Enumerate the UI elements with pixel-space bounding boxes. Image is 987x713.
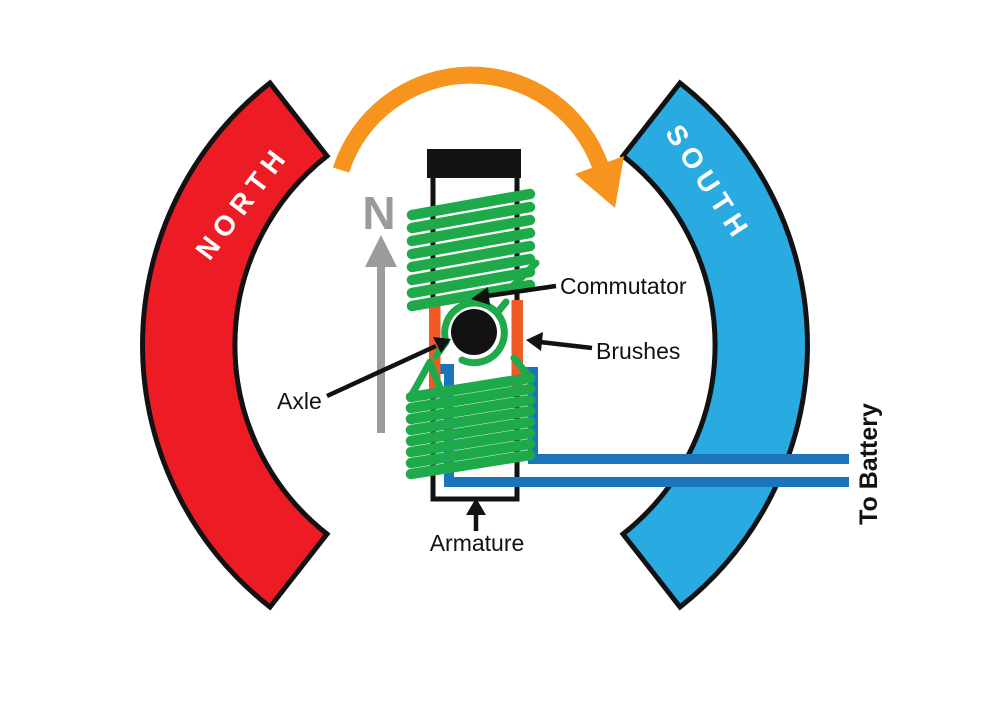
coil-winding [406, 253, 536, 286]
commutator-segment-left [441, 299, 499, 346]
commutator-segment-right [458, 309, 508, 367]
brushes-leader-line [539, 339, 593, 351]
north-magnet [140, 79, 331, 611]
coil-winding [406, 266, 536, 299]
brushes-arrow-icon [526, 332, 543, 351]
commutator-arrow-icon [471, 287, 490, 305]
coil-winding [405, 383, 536, 414]
commutator-callout: Commutator [471, 273, 687, 305]
rotation-arrow [332, 66, 624, 208]
coil-winding [405, 449, 536, 480]
rotation-arrow-head-icon [575, 156, 624, 208]
coil-winding [406, 201, 536, 234]
field-direction-arrow: N [362, 187, 397, 433]
coil-winding [405, 394, 536, 425]
brush-right [511, 300, 523, 389]
armature-label: Armature [430, 530, 525, 556]
armature-arrow-icon [466, 498, 486, 515]
coil-lead-lower [510, 354, 535, 383]
commutator-leader-line [486, 283, 557, 299]
armature-cap [427, 149, 521, 178]
brushes-label: Brushes [596, 338, 680, 364]
axle-circle [451, 309, 497, 355]
commutator [406, 259, 540, 402]
field-direction-label: N [362, 187, 395, 239]
coil-winding [406, 214, 536, 247]
commutator-tab-right [493, 298, 510, 317]
axle-leader-line [326, 343, 437, 399]
wire-casing-gap [650, 459, 851, 482]
coil-winding [405, 438, 536, 469]
brushes-callout: Brushes [526, 332, 680, 364]
coil-winding [406, 227, 536, 260]
coil-winding [405, 372, 536, 403]
coil-winding [405, 427, 536, 458]
axle-label: Axle [277, 388, 322, 414]
to-battery-label: To Battery [855, 403, 883, 525]
rotation-arrow-arc [332, 66, 608, 173]
coil-lower [405, 372, 536, 480]
coil-winding [406, 240, 536, 273]
coil-winding [405, 405, 536, 436]
axle-arrow-icon [433, 337, 451, 353]
armature-callout: Armature [430, 498, 525, 556]
commutator-label: Commutator [560, 273, 687, 299]
axle-callout: Axle [277, 337, 451, 414]
coil-winding [406, 188, 536, 221]
coil-lead-left [406, 358, 448, 402]
field-arrow-head-icon [365, 235, 397, 267]
coil-winding [405, 416, 536, 447]
coil-lead-upper [505, 259, 540, 294]
